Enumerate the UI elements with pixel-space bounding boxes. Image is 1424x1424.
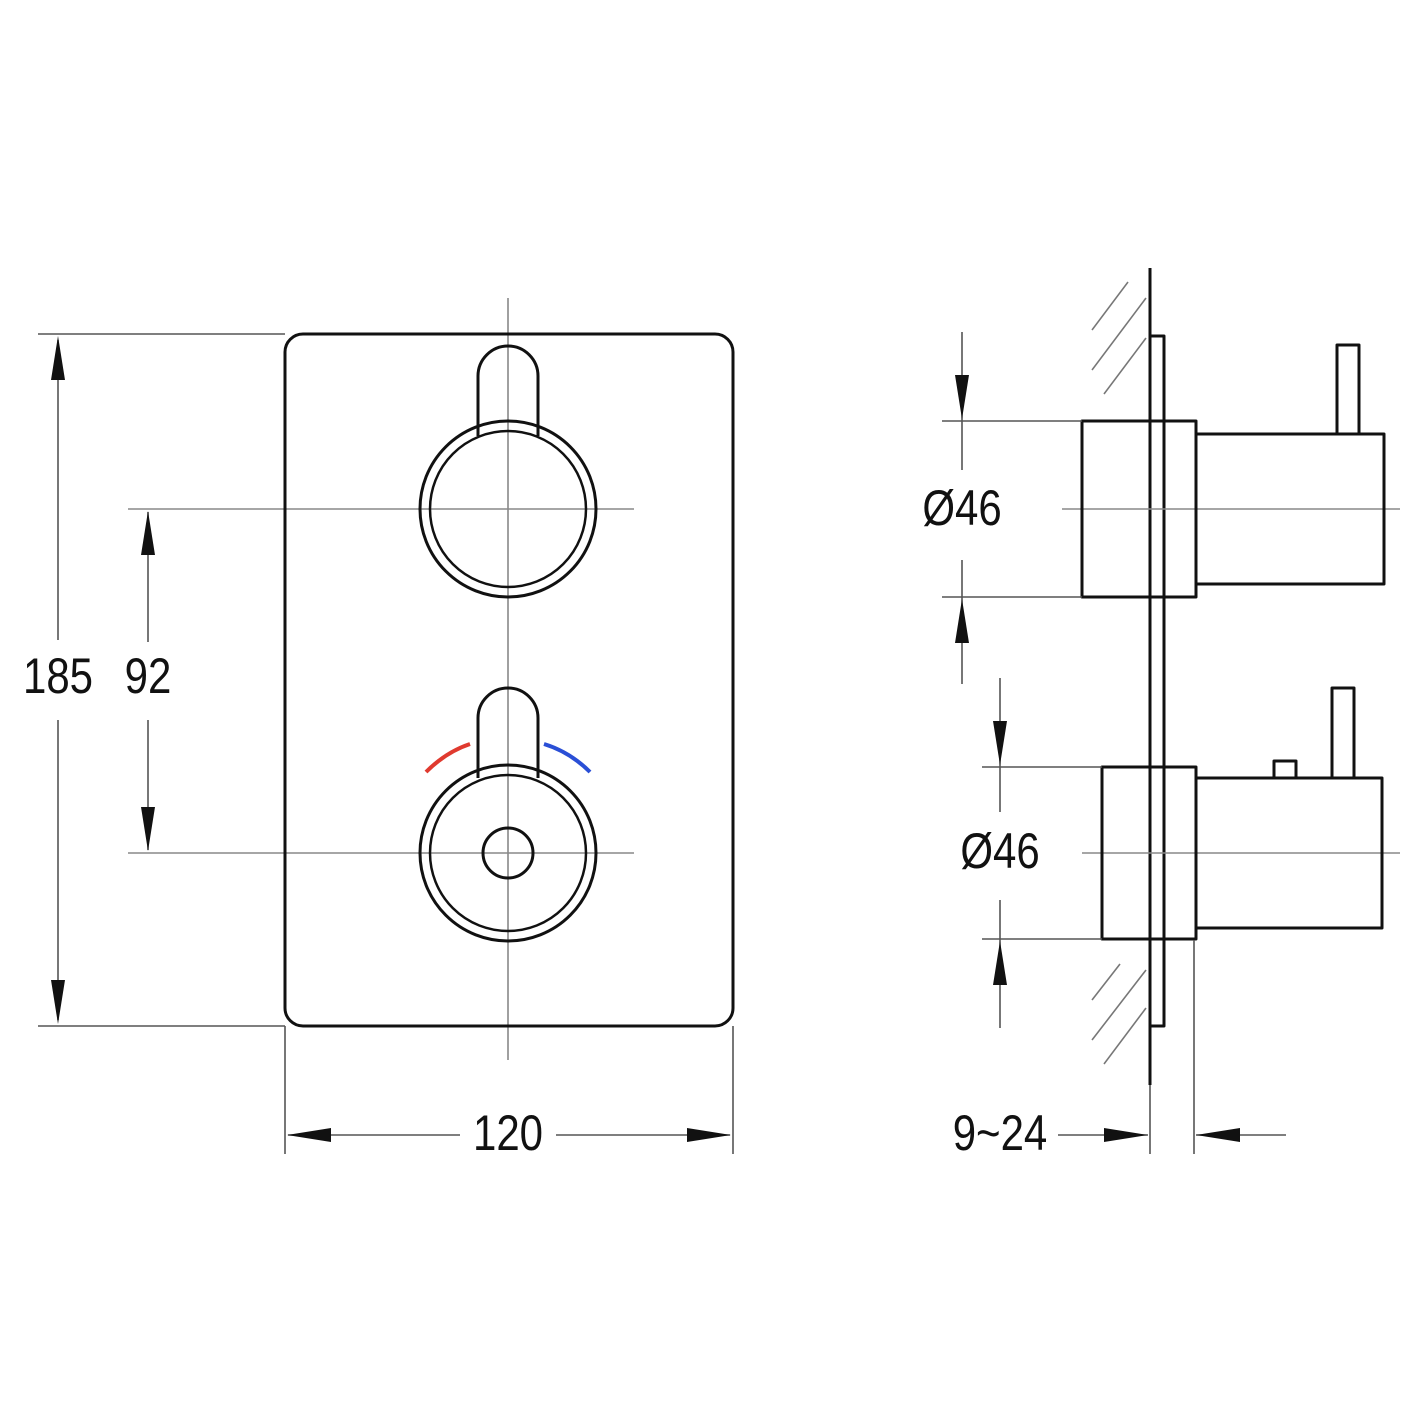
upper-handle-body: [1194, 432, 1386, 586]
lower-handle: [418, 686, 598, 943]
spacing-dimension-label: 92: [125, 648, 172, 704]
front-view: 185 92 120: [23, 298, 735, 1161]
cover-plate-profile: [1148, 334, 1166, 1028]
front-centerlines: [128, 298, 634, 1060]
hot-indicator-arc: [424, 742, 471, 774]
depth-dimension: 9~24: [953, 940, 1286, 1161]
upper-diameter-label: Ø46: [922, 480, 1001, 536]
cover-plate: [283, 332, 735, 1028]
upper-handle-side: [1062, 343, 1400, 599]
cold-indicator-arc: [543, 742, 592, 774]
lower-lever: [476, 686, 540, 778]
lower-diameter-label: Ø46: [960, 823, 1039, 879]
upper-handle: [418, 344, 598, 599]
width-dimension-label: 120: [473, 1105, 543, 1161]
height-dimension: 185: [23, 333, 285, 1027]
lower-diameter-dimension: Ø46: [960, 678, 1102, 1028]
wall-hatching-top: [1091, 281, 1147, 395]
lower-lever-side: [1330, 686, 1356, 780]
lower-knob-inner: [428, 773, 588, 933]
upper-lever-side: [1335, 343, 1361, 436]
lower-knob-outer: [418, 763, 598, 943]
upper-diameter-dimension: Ø46: [922, 332, 1082, 684]
upper-knob-outer: [418, 419, 598, 599]
upper-lever: [476, 344, 540, 436]
lower-knob-button: [481, 826, 535, 880]
wall: [1091, 268, 1152, 1085]
spacing-dimension: 92: [125, 511, 172, 851]
wall-hatching-bottom: [1091, 963, 1147, 1065]
side-view: Ø46 Ø46 9~24: [922, 268, 1400, 1161]
safety-stop-button: [1272, 759, 1298, 780]
depth-dimension-label: 9~24: [953, 1105, 1048, 1161]
height-dimension-label: 185: [23, 648, 93, 704]
lower-handle-side: [1082, 686, 1400, 941]
width-dimension: 120: [284, 1026, 734, 1161]
upper-knob-inner: [428, 429, 588, 589]
